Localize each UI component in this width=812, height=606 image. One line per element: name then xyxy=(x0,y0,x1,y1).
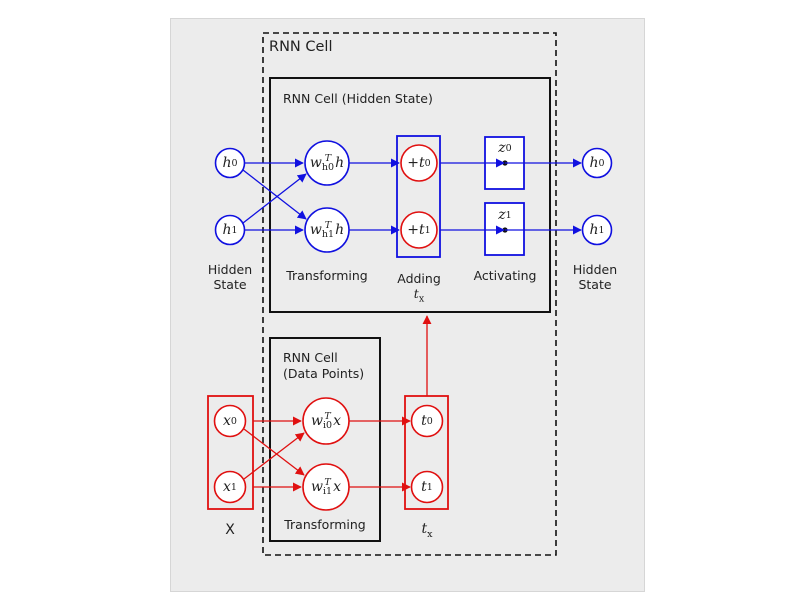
h1-output-node xyxy=(581,214,613,246)
tx-caption: tx xyxy=(421,521,433,540)
x0-node xyxy=(213,404,247,438)
data-points-box-title: RNN Cell (Data Points) xyxy=(283,350,364,382)
t0-node xyxy=(410,404,444,438)
edge-x0-wi1 xyxy=(243,428,305,476)
data-points-title-line2: (Data Points) xyxy=(283,366,365,381)
rnn-cell-outer-frame xyxy=(262,32,557,556)
rnn-cell-title: RNN Cell xyxy=(269,39,333,55)
h0-output-node xyxy=(581,147,613,179)
x-input-box xyxy=(207,395,254,510)
data-points-box xyxy=(269,337,381,542)
adding-caption: Adding tx xyxy=(397,271,441,305)
x-caption: X xyxy=(225,522,235,538)
figure-panel xyxy=(170,18,645,592)
hidden-transforming-caption: Transforming xyxy=(286,268,368,283)
edge-x1-wi0 xyxy=(243,432,305,480)
h0-input-node xyxy=(214,147,246,179)
hidden-state-input-caption: Hidden State xyxy=(207,262,253,292)
hidden-state-box-title: RNN Cell (Hidden State) xyxy=(283,91,433,106)
hidden-state-output-caption: Hidden State xyxy=(572,262,618,292)
x1-node xyxy=(213,470,247,504)
h1-input-node xyxy=(214,214,246,246)
add-t0-node xyxy=(400,144,438,182)
t1-node xyxy=(410,470,444,504)
data-points-title-line1: RNN Cell xyxy=(283,350,338,365)
hidden-state-box xyxy=(269,77,551,313)
add-t1-node xyxy=(400,211,438,249)
activating-caption: Activating xyxy=(473,268,537,283)
edge-h1-wh0 xyxy=(242,173,307,224)
edge-h0-wh1 xyxy=(242,169,307,220)
adding-box xyxy=(396,135,441,258)
data-transforming-caption: Transforming xyxy=(284,517,366,532)
